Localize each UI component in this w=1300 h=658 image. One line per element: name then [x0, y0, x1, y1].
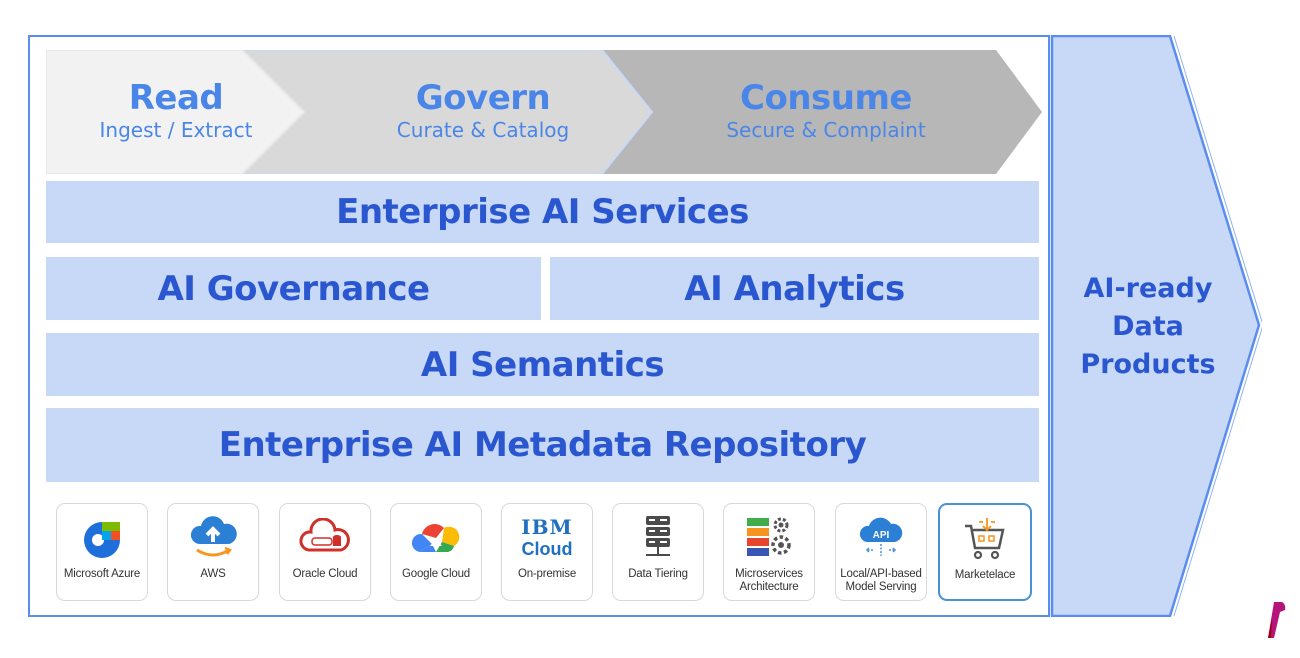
stage-govern-subtitle: Curate & Catalog: [396, 118, 570, 142]
ibm-cloud-text: Cloud: [521, 539, 573, 559]
platform-tile-aws[interactable]: AWS: [167, 503, 259, 601]
ibm-cloud-icon: IBM Cloud: [517, 512, 577, 564]
stage-read: Read Ingest / Extract: [46, 78, 306, 142]
platform-label: Microsoft Azure: [63, 568, 141, 580]
output-label: AI-ready Data Products: [1050, 270, 1246, 384]
platform-tile-model-serving[interactable]: API Local/API-based Model Serving: [835, 503, 927, 601]
output-arrow: [1050, 35, 1262, 617]
google-cloud-icon: [406, 512, 466, 564]
stage-consume-subtitle: Secure & Complaint: [726, 118, 926, 142]
server-stack-icon: [628, 512, 688, 564]
chevron-read: [46, 50, 306, 174]
layer-enterprise-ai-services: Enterprise AI Services: [46, 181, 1039, 243]
stage-consume: Consume Secure & Complaint: [692, 78, 960, 142]
aws-cloud-icon: [183, 512, 243, 564]
stage-govern-title: Govern: [415, 78, 551, 118]
chevron-consume: [602, 50, 1042, 174]
layer-ai-analytics: AI Analytics: [550, 257, 1039, 320]
api-text: API: [873, 530, 890, 541]
platform-label: Local/API-based Model Serving: [840, 568, 922, 593]
platform-tile-data-tiering[interactable]: Data Tiering: [612, 503, 704, 601]
layer-ai-semantics: AI Semantics: [46, 333, 1039, 396]
microservices-gears-icon: [739, 512, 799, 564]
output-line-1: AI-ready: [1083, 273, 1213, 304]
platform-label: AWS: [200, 568, 226, 580]
layer-metadata-repository: Enterprise AI Metadata Repository: [46, 408, 1039, 482]
platform-label: On-premise: [517, 568, 577, 580]
corner-logo-mark: [1268, 602, 1286, 638]
ibm-logo-text: IBM: [521, 515, 573, 539]
platform-label: Marketelace: [954, 569, 1016, 581]
platform-tile-oracle[interactable]: Oracle Cloud: [279, 503, 371, 601]
output-line-3: Products: [1080, 349, 1216, 380]
stage-read-subtitle: Ingest / Extract: [99, 118, 253, 142]
platform-tiles: Microsoft Azure AWS Oracle Cloud: [56, 503, 1036, 603]
platform-tile-ibm-cloud[interactable]: IBM Cloud On-premise: [501, 503, 593, 601]
api-cloud-icon: API: [851, 512, 911, 564]
platform-label: Microservices Architecture: [735, 568, 803, 593]
stage-chevrons: [46, 50, 1042, 174]
stage-read-title: Read: [128, 78, 224, 118]
platform-label: Google Cloud: [402, 568, 470, 580]
platform-tile-azure[interactable]: Microsoft Azure: [56, 503, 148, 601]
stage-govern: Govern Curate & Catalog: [352, 78, 614, 142]
platform-label: Data Tiering: [628, 568, 688, 580]
layer-ai-governance: AI Governance: [46, 257, 541, 320]
platform-tile-google-cloud[interactable]: Google Cloud: [390, 503, 482, 601]
shopping-cart-icon: [955, 513, 1015, 565]
platform-label: Oracle Cloud: [292, 568, 358, 580]
azure-icon: [72, 512, 132, 564]
output-line-2: Data: [1112, 311, 1184, 342]
platform-tile-microservices[interactable]: Microservices Architecture: [723, 503, 815, 601]
stage-consume-title: Consume: [740, 78, 912, 118]
output-arrow-shape: [1050, 35, 1261, 617]
oracle-cloud-icon: [295, 512, 355, 564]
platform-tile-marketplace[interactable]: Marketelace: [938, 503, 1032, 601]
